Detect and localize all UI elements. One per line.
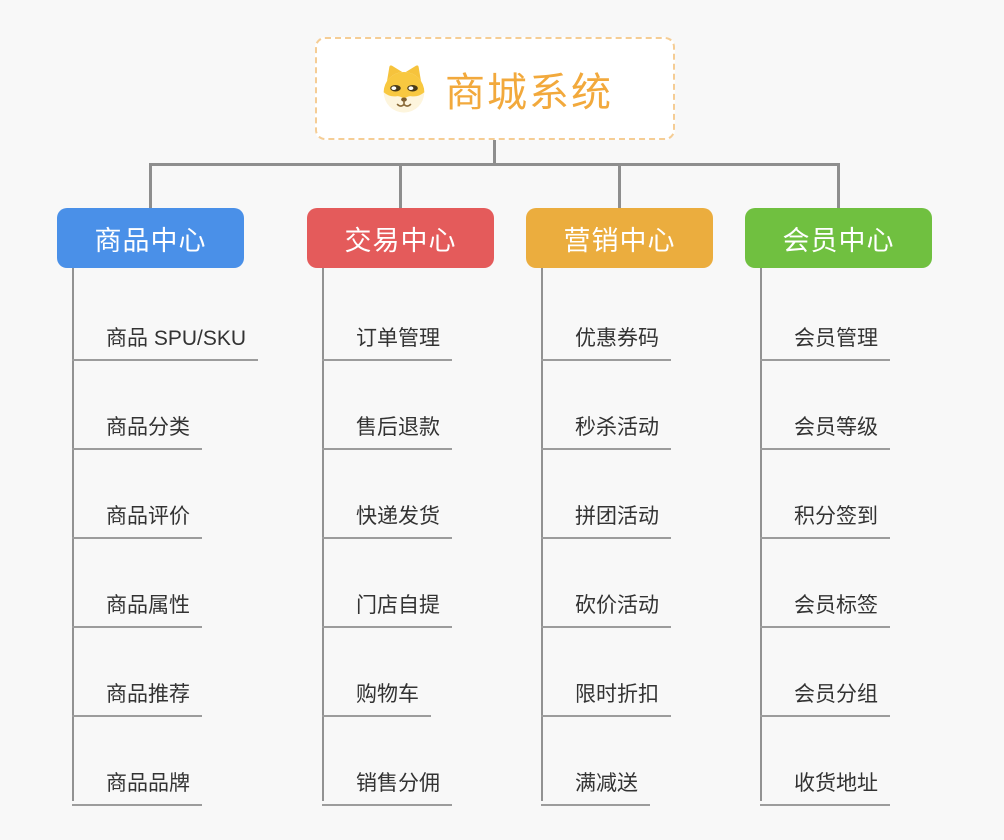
leaf-topic[interactable]: 商品评价 bbox=[72, 490, 202, 539]
leaf-topic[interactable]: 积分签到 bbox=[760, 490, 890, 539]
leaf-topic[interactable]: 会员管理 bbox=[760, 312, 890, 361]
branch-header-label: 营销中心 bbox=[563, 225, 676, 256]
leaf-topic[interactable]: 会员标签 bbox=[760, 579, 890, 628]
branch-connector-line bbox=[149, 163, 840, 166]
leaf-topic[interactable]: 商品品牌 bbox=[72, 757, 202, 806]
branch-trunk-line-4 bbox=[760, 268, 762, 801]
branch-header-trade-center[interactable]: 交易中心 bbox=[307, 208, 494, 268]
leaf-topic[interactable]: 收货地址 bbox=[760, 757, 890, 806]
leaf-topic[interactable]: 订单管理 bbox=[322, 312, 452, 361]
connector-drop-3 bbox=[618, 163, 621, 210]
leaf-topic[interactable]: 限时折扣 bbox=[541, 668, 671, 717]
connector-drop-2 bbox=[399, 163, 402, 210]
branch-trunk-line-3 bbox=[541, 268, 543, 801]
branch-header-label: 交易中心 bbox=[344, 225, 457, 256]
root-node-mall-system[interactable]: 商城系统 bbox=[315, 37, 675, 140]
leaf-topic[interactable]: 砍价活动 bbox=[541, 579, 671, 628]
doge-icon bbox=[383, 64, 425, 113]
leaf-topic[interactable]: 拼团活动 bbox=[541, 490, 671, 539]
leaf-topic[interactable]: 商品 SPU/SKU bbox=[72, 312, 259, 361]
branch-header-label: 会员中心 bbox=[782, 225, 895, 256]
leaf-topic[interactable]: 满减送 bbox=[541, 757, 650, 806]
connector-drop-1 bbox=[149, 163, 152, 210]
leaf-topic[interactable]: 商品属性 bbox=[72, 579, 202, 628]
branch-header-product-center[interactable]: 商品中心 bbox=[57, 208, 244, 268]
branch-header-marketing-center[interactable]: 营销中心 bbox=[526, 208, 713, 268]
leaf-topic[interactable]: 购物车 bbox=[322, 668, 431, 717]
leaf-topic[interactable]: 售后退款 bbox=[322, 401, 452, 450]
leaf-topic[interactable]: 快递发货 bbox=[322, 490, 452, 539]
root-connector-line bbox=[493, 138, 496, 166]
leaf-topic[interactable]: 门店自提 bbox=[322, 579, 452, 628]
leaf-topic[interactable]: 优惠券码 bbox=[541, 312, 671, 361]
root-node-title: 商城系统 bbox=[445, 70, 613, 115]
connector-drop-4 bbox=[837, 163, 840, 210]
leaf-topic[interactable]: 秒杀活动 bbox=[541, 401, 671, 450]
leaf-topic[interactable]: 会员分组 bbox=[760, 668, 890, 717]
branch-trunk-line-1 bbox=[72, 268, 74, 801]
branch-header-label: 商品中心 bbox=[94, 225, 207, 256]
leaf-topic[interactable]: 销售分佣 bbox=[322, 757, 452, 806]
leaf-topic[interactable]: 商品推荐 bbox=[72, 668, 202, 717]
leaf-topic[interactable]: 会员等级 bbox=[760, 401, 890, 450]
branch-trunk-line-2 bbox=[322, 268, 324, 801]
leaf-topic[interactable]: 商品分类 bbox=[72, 401, 202, 450]
branch-header-member-center[interactable]: 会员中心 bbox=[745, 208, 932, 268]
